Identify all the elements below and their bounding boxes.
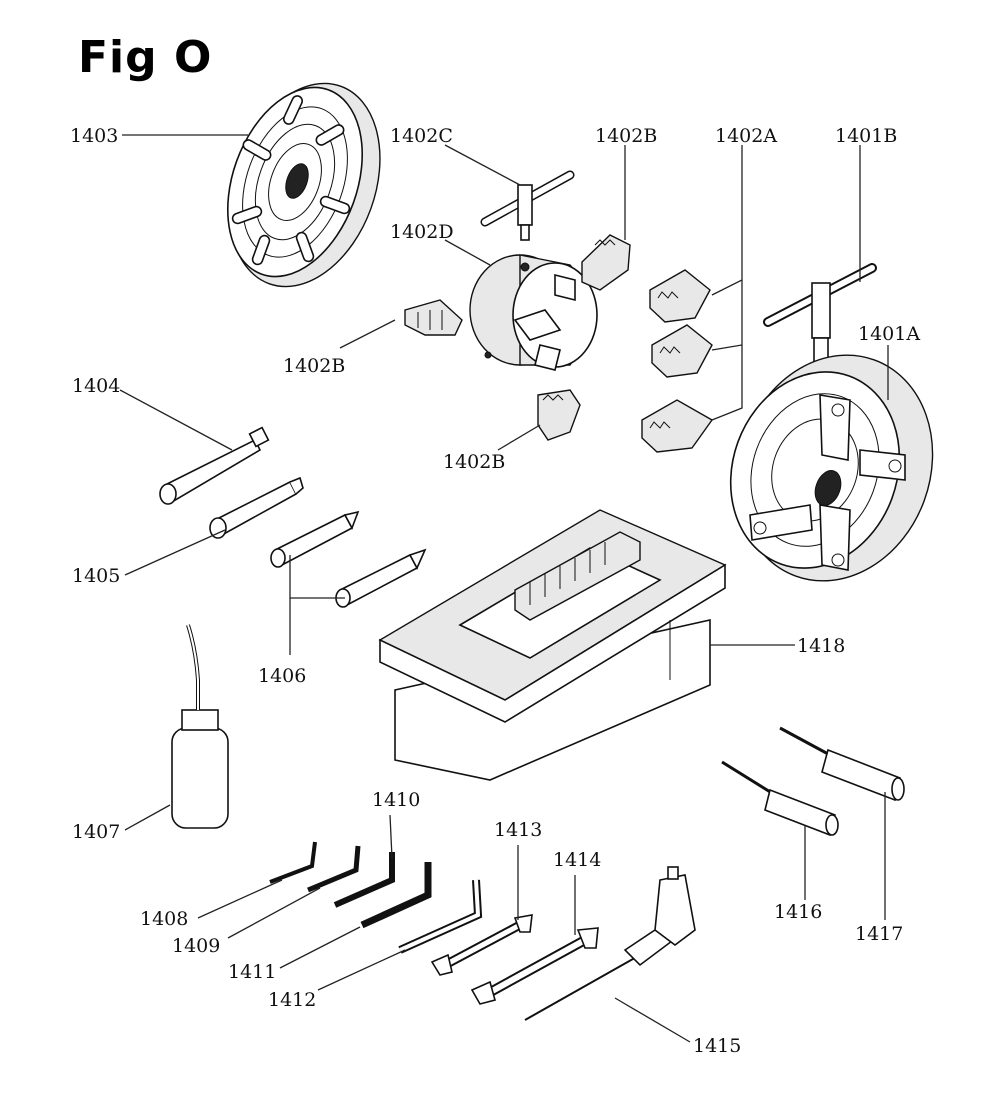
label-1402B-left: 1402B xyxy=(283,355,345,377)
callout-labels: 1403 1402C 1402B 1402A 1401B 1402D 1401A… xyxy=(70,125,920,1057)
label-1415: 1415 xyxy=(693,1035,741,1057)
label-1402B-top: 1402B xyxy=(595,125,657,147)
label-1403: 1403 xyxy=(70,125,118,147)
chuck-key-1402C xyxy=(480,170,575,241)
screwdriver-1417 xyxy=(779,726,905,802)
label-1402A: 1402A xyxy=(715,125,777,147)
label-1402D: 1402D xyxy=(390,221,454,243)
leader-lines xyxy=(119,134,889,1043)
dead-center-1405 xyxy=(209,476,304,539)
label-1404: 1404 xyxy=(72,375,120,397)
label-1405: 1405 xyxy=(72,565,120,587)
label-1412: 1412 xyxy=(268,989,316,1011)
label-1407: 1407 xyxy=(72,821,120,843)
label-1401A: 1401A xyxy=(858,323,920,345)
toolbox-1418 xyxy=(378,509,727,781)
label-1410: 1410 xyxy=(372,789,420,811)
label-1401B: 1401B xyxy=(835,125,897,147)
four-jaw-chuck-1401A xyxy=(729,354,934,582)
label-1417: 1417 xyxy=(855,923,903,945)
grease-tool-1415 xyxy=(524,866,696,1021)
live-centers-1406 xyxy=(270,510,427,608)
jaw-1402B-left xyxy=(404,299,463,336)
three-jaw-chuck-1402D xyxy=(469,254,598,371)
hex-keys-1408-1412 xyxy=(269,841,483,954)
figure-title: Fig O xyxy=(78,32,213,83)
chuck-key-1401B xyxy=(763,263,877,369)
label-1414: 1414 xyxy=(553,849,601,871)
label-1409: 1409 xyxy=(172,935,220,957)
label-1413: 1413 xyxy=(494,819,542,841)
outer-jaws-1402A xyxy=(641,269,714,453)
label-1416: 1416 xyxy=(774,901,822,923)
label-1402B-bottom: 1402B xyxy=(443,451,505,473)
jaw-1402B-bottom xyxy=(537,389,581,441)
label-1411: 1411 xyxy=(228,961,276,983)
label-1406: 1406 xyxy=(258,665,306,687)
label-1408: 1408 xyxy=(140,908,188,930)
wrench-1414 xyxy=(470,927,599,1005)
screwdriver-1416 xyxy=(721,760,839,837)
label-1418: 1418 xyxy=(797,635,845,657)
oil-can-1407 xyxy=(171,624,229,829)
faceplate-1403 xyxy=(226,82,381,288)
jaw-1402B-top xyxy=(581,234,631,291)
dead-center-1404 xyxy=(159,426,270,505)
wrench-1413 xyxy=(430,914,533,976)
label-1402C: 1402C xyxy=(390,125,453,147)
